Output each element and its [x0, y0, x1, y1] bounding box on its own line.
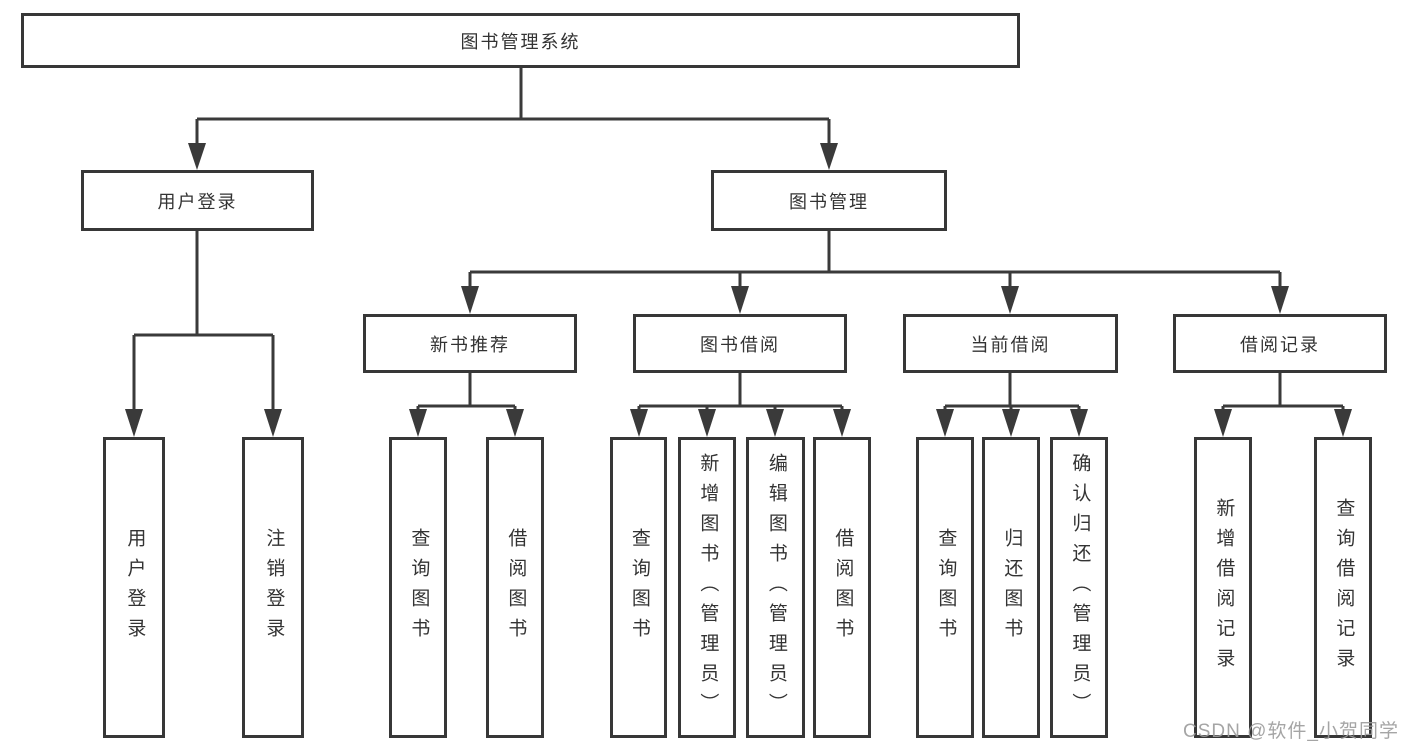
- leaf-borrow-books-1: 借阅图书: [486, 437, 544, 738]
- node-current-borrowing: 当前借阅: [903, 314, 1118, 373]
- leaf-label: 查询图书: [935, 527, 957, 648]
- node-label: 图书管理系统: [460, 31, 581, 52]
- leaf-label: 新增借阅记录: [1213, 497, 1235, 678]
- leaf-label: 确认归还（管理员）: [1069, 452, 1091, 723]
- edge-book-mgmt-to-groups: [461, 231, 1289, 314]
- leaf-label: 编辑图书（管理员）: [765, 452, 787, 723]
- edge-new-book-rec-to-leaves: [409, 373, 524, 437]
- leaf-label: 归还图书: [1001, 527, 1023, 648]
- edge-root-to-level2: [188, 68, 838, 170]
- edge-book-borrow-to-leaves: [630, 373, 851, 437]
- leaf-borrow-books-2: 借阅图书: [813, 437, 871, 738]
- node-label: 当前借阅: [970, 334, 1051, 355]
- edge-current-borrow-to-leaves: [936, 373, 1088, 437]
- node-label: 用户登录: [157, 191, 238, 212]
- leaf-add-books-admin: 新增图书（管理员）: [678, 437, 736, 738]
- leaf-label: 借阅图书: [505, 527, 527, 648]
- leaf-add-borrow-record: 新增借阅记录: [1194, 437, 1252, 738]
- leaf-query-books-2: 查询图书: [610, 437, 667, 738]
- node-library-management-system: 图书管理系统: [21, 13, 1020, 68]
- leaf-logout: 注销登录: [242, 437, 304, 738]
- node-book-borrowing: 图书借阅: [633, 314, 847, 373]
- node-book-management: 图书管理: [711, 170, 947, 231]
- edge-borrow-records-to-leaves: [1214, 373, 1352, 437]
- leaf-label: 查询图书: [408, 527, 430, 648]
- leaf-query-borrow-record: 查询借阅记录: [1314, 437, 1372, 738]
- leaf-label: 查询图书: [628, 527, 650, 648]
- leaf-query-books-3: 查询图书: [916, 437, 974, 738]
- leaf-label: 查询借阅记录: [1333, 497, 1355, 678]
- leaf-label: 用户登录: [124, 527, 146, 648]
- node-user-login: 用户登录: [81, 170, 314, 231]
- leaf-label: 注销登录: [263, 527, 285, 648]
- node-label: 借阅记录: [1240, 334, 1320, 355]
- leaf-label: 新增图书（管理员）: [697, 452, 719, 723]
- node-label: 图书管理: [789, 191, 869, 212]
- leaf-edit-books-admin: 编辑图书（管理员）: [746, 437, 805, 738]
- leaf-query-books-1: 查询图书: [389, 437, 447, 738]
- node-label: 图书借阅: [700, 334, 780, 355]
- csdn-watermark: CSDN @软件_小贺同学: [1183, 721, 1399, 742]
- leaf-user-login: 用户登录: [103, 437, 165, 738]
- node-label: 新书推荐: [430, 334, 510, 355]
- node-borrowing-records: 借阅记录: [1173, 314, 1387, 373]
- leaf-return-books: 归还图书: [982, 437, 1040, 738]
- edge-user-login-to-leaves: [125, 231, 282, 437]
- leaf-label: 借阅图书: [832, 527, 854, 648]
- leaf-confirm-return-admin: 确认归还（管理员）: [1050, 437, 1108, 738]
- node-new-book-recommendation: 新书推荐: [363, 314, 577, 373]
